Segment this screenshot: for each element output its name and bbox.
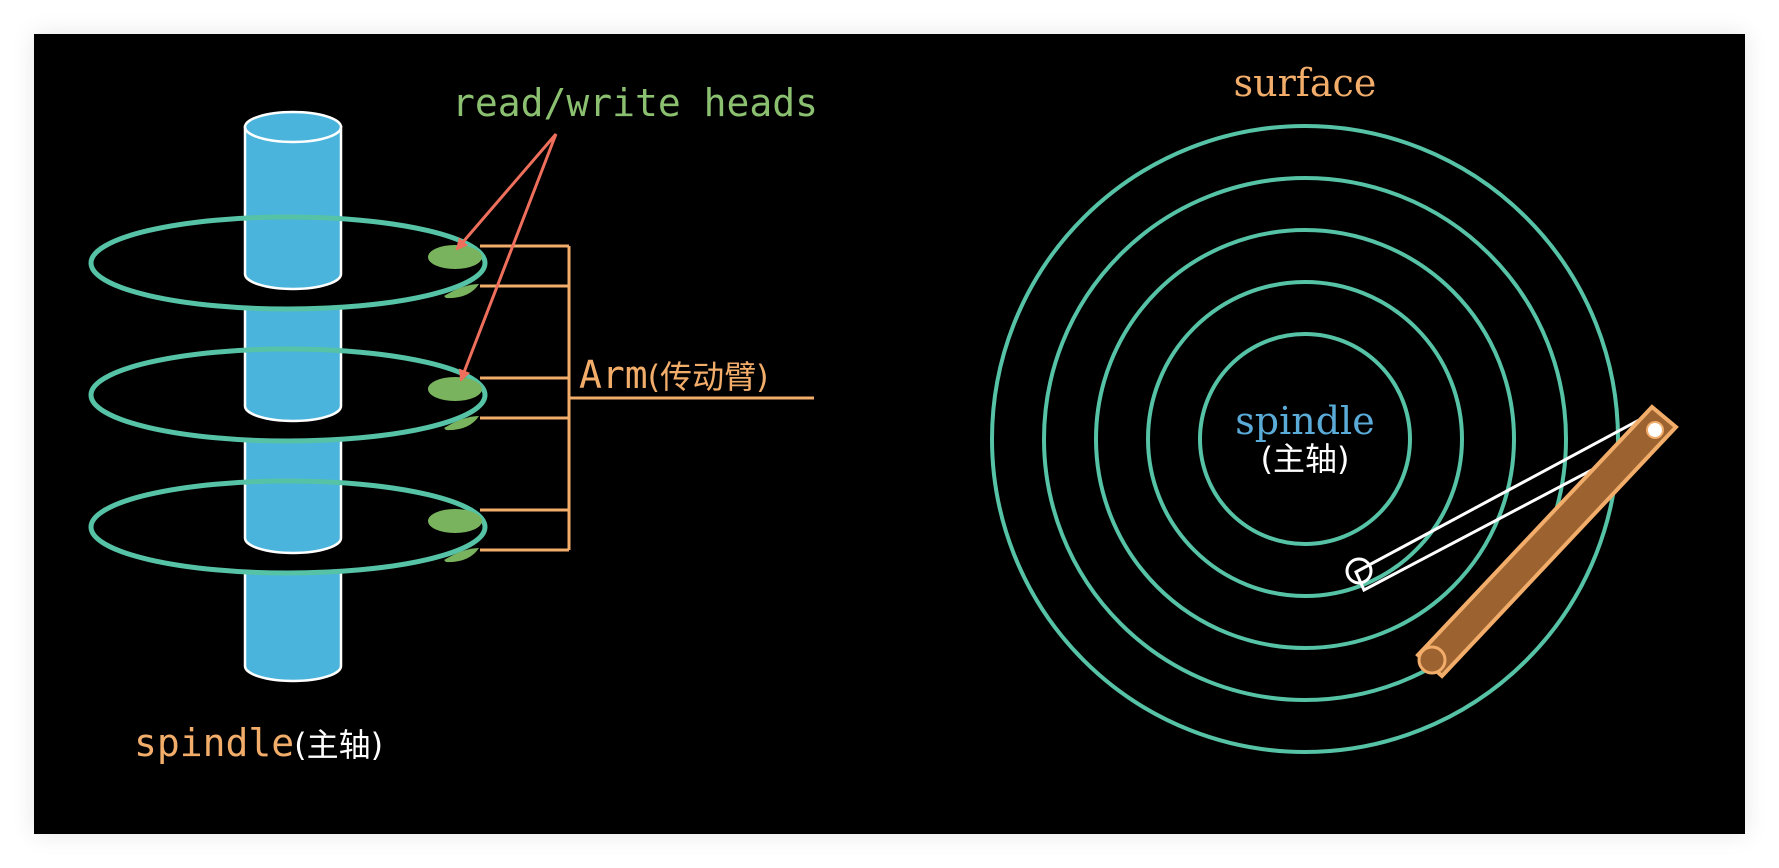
track-5 — [990, 124, 1620, 754]
side-view: read/write heads Arm(传动臂) spindle(主轴) — [88, 81, 818, 765]
spindle-label-left-cn: (主轴) — [294, 726, 383, 764]
surface-label: surface — [1234, 61, 1377, 105]
spindle-cylinder — [243, 110, 343, 683]
track-2 — [1146, 280, 1464, 598]
track-1 — [1198, 332, 1412, 546]
head-2-bottom — [444, 416, 479, 431]
arm-assembly — [480, 244, 814, 552]
arm-solid — [1415, 404, 1679, 679]
heads-label: read/write heads — [452, 81, 818, 125]
platter-1 — [88, 214, 488, 312]
track-4 — [1042, 176, 1568, 702]
diagram-canvas: read/write heads Arm(传动臂) spindle(主轴) — [34, 34, 1745, 834]
spindle-label-right: spindle — [1235, 399, 1374, 443]
spindle-segment-2 — [245, 309, 341, 421]
spindle-segment-top — [243, 125, 343, 291]
spindle-top-cap — [243, 110, 343, 144]
head-arrows — [455, 133, 558, 382]
spindle-segment-3 — [245, 441, 341, 553]
spindle-label-left-en: spindle — [134, 721, 294, 765]
spindle-label-right-cn: (主轴) — [1261, 440, 1350, 478]
track-3 — [1094, 228, 1516, 650]
spindle-segment-bottom — [245, 572, 341, 681]
arm-label-cn: (传动臂) — [648, 358, 769, 396]
top-view: surface spindle (主轴) — [990, 61, 1679, 754]
head-3-top — [428, 509, 482, 533]
platter-3 — [88, 478, 488, 576]
head-1-top — [428, 245, 482, 269]
arm-label-name: Arm — [579, 353, 648, 397]
spindle-label-left: spindle(主轴) — [134, 721, 383, 765]
head-3-bottom — [444, 548, 479, 563]
head-2-top — [428, 377, 482, 401]
platter-2 — [88, 346, 488, 444]
arm-label: Arm(传动臂) — [579, 353, 769, 397]
head-1-bottom — [444, 284, 479, 299]
disk-diagram: read/write heads Arm(传动臂) spindle(主轴) — [88, 61, 1679, 765]
